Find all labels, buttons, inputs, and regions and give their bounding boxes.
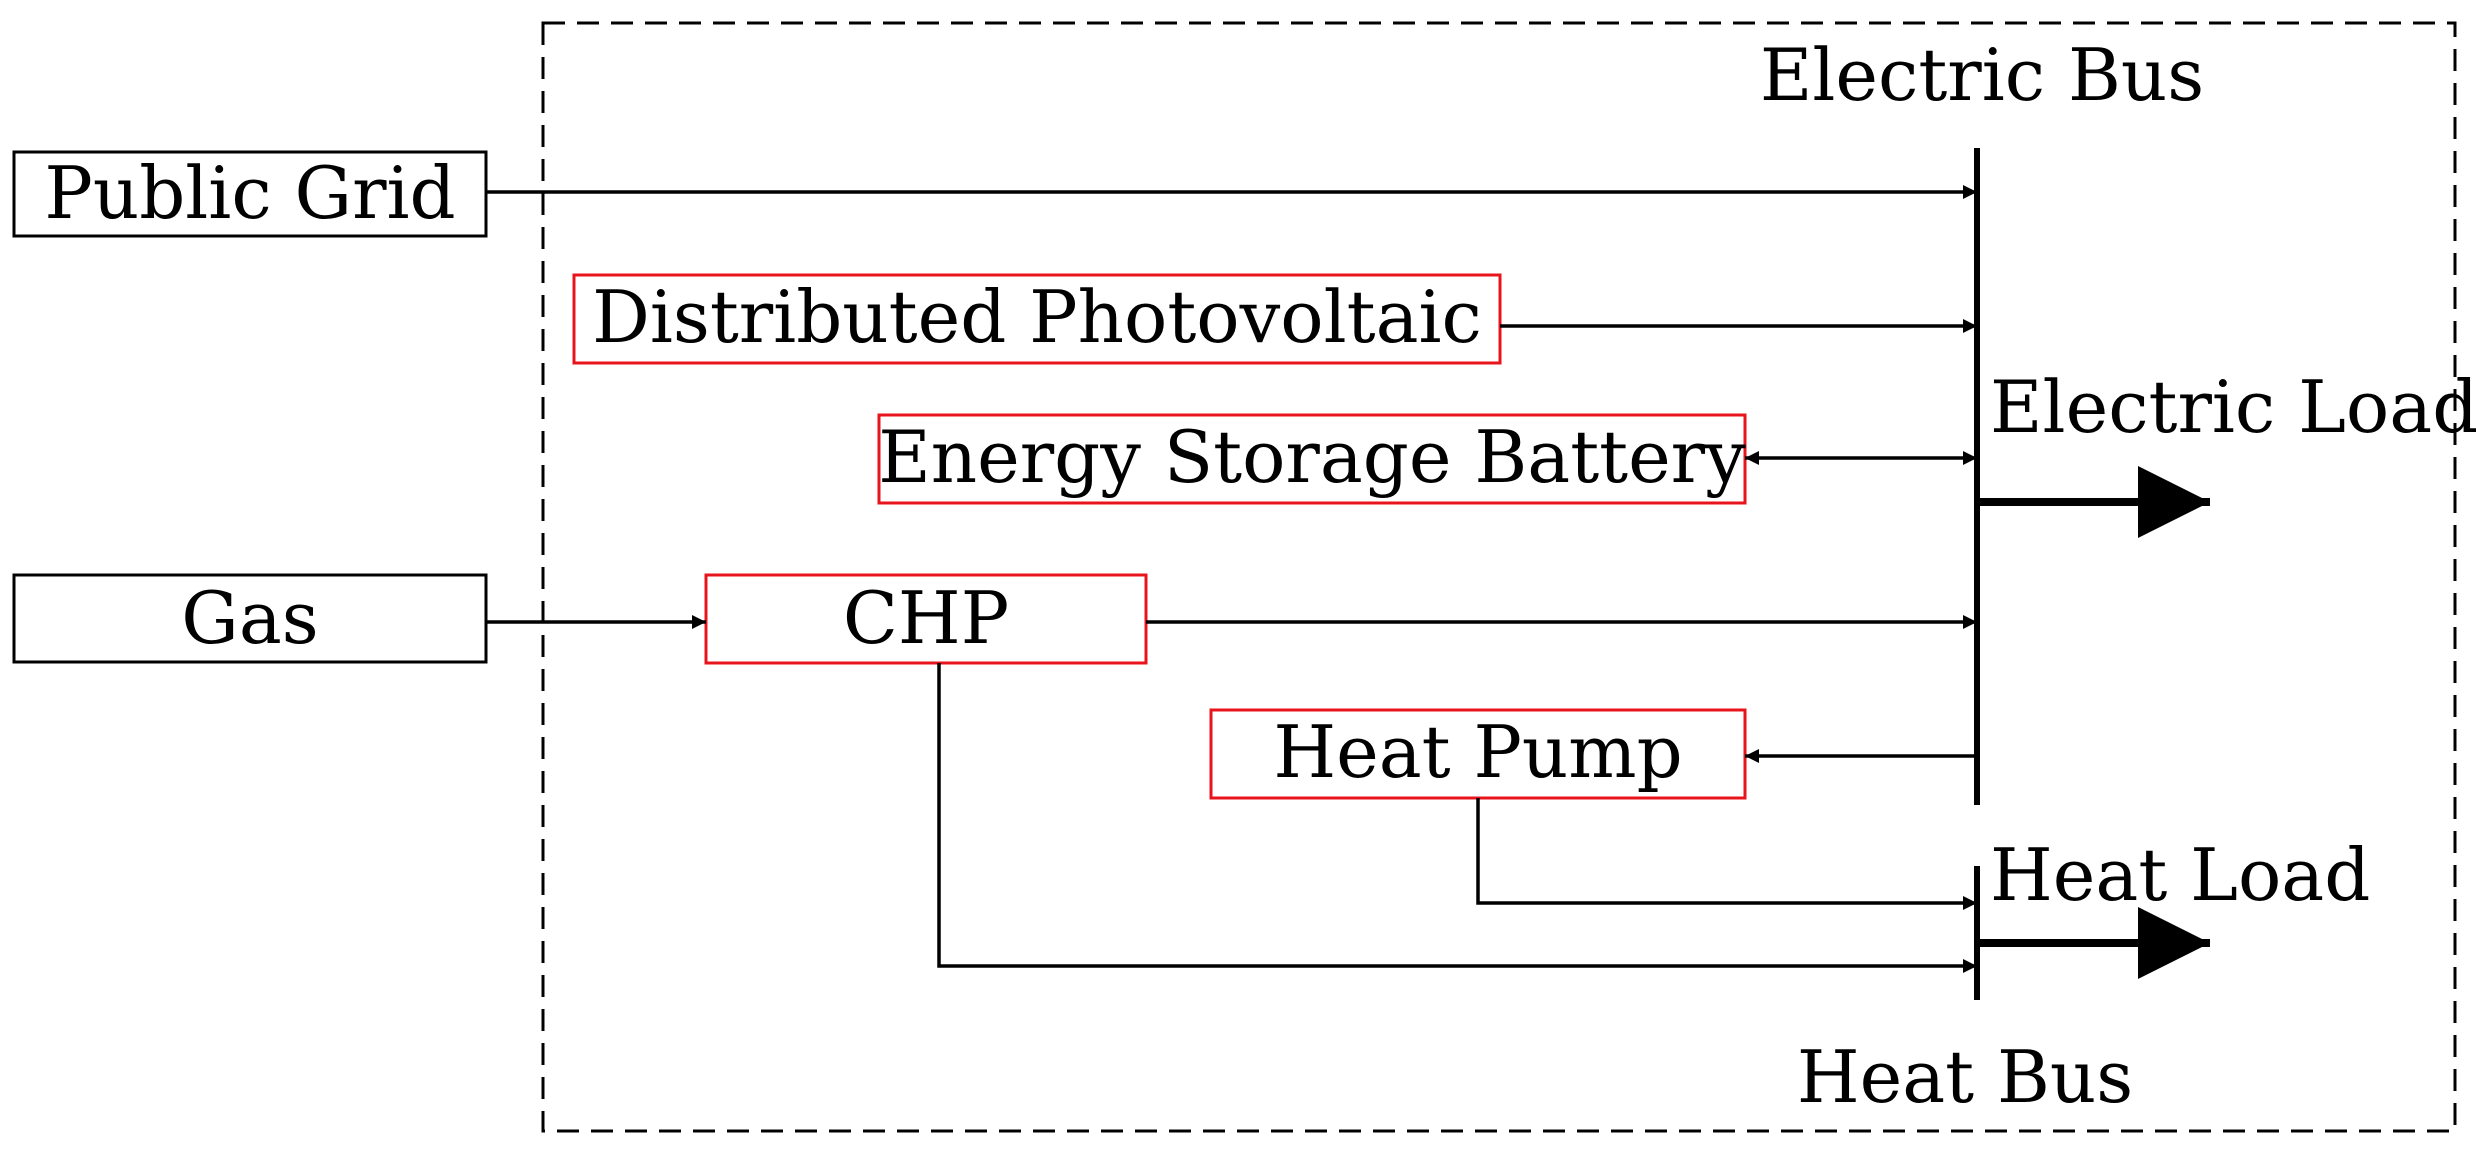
storage-battery-label: Energy Storage Battery — [878, 415, 1746, 499]
electric-bus-label: Electric Bus — [1760, 33, 2204, 117]
public-grid-box — [12, 150, 488, 238]
public-grid-label: Public Grid — [44, 151, 455, 235]
heat-pump-to-heat-bus-arrow — [1476, 798, 1977, 910]
distributed-pv-box — [572, 273, 1502, 365]
distributed-pv-label: Distributed Photovoltaic — [592, 275, 1482, 359]
chp-label: CHP — [843, 576, 1009, 660]
electric-load-label: Electric Load — [1990, 365, 2476, 449]
heat-pump-label: Heat Pump — [1273, 710, 1682, 794]
gas-label: Gas — [181, 576, 318, 660]
chp-to-heat-bus-arrow — [937, 663, 1977, 973]
system-boundary — [541, 21, 2457, 1133]
heat-load-label: Heat Load — [1990, 833, 2370, 917]
chp-box — [704, 573, 1148, 665]
heat-bus-label: Heat Bus — [1797, 1035, 2133, 1119]
gas-box — [12, 573, 488, 664]
